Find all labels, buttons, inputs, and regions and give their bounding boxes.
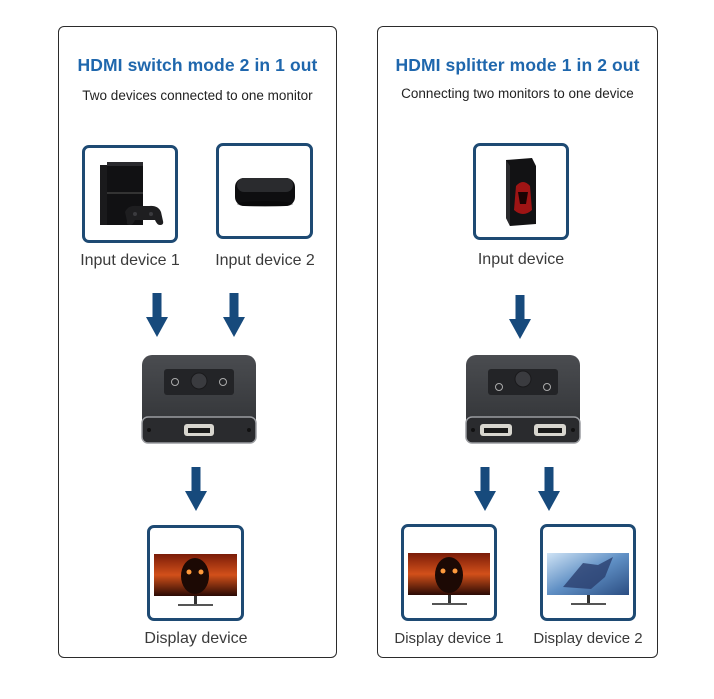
hdmi-switch-device-icon (141, 355, 257, 444)
arrow-down-icon (538, 467, 560, 511)
arrow-down-icon (146, 293, 168, 337)
switch-mode-panel: HDMI switch mode 2 in 1 out Two devices … (58, 26, 337, 658)
display-device-2-label: Display device 2 (533, 630, 643, 647)
hdmi-splitter-device-icon (465, 355, 581, 444)
display-device-box (147, 525, 244, 621)
input-device-box (473, 143, 569, 240)
splitter-mode-subtitle: Connecting two monitors to one device (401, 86, 634, 101)
input-device-1-label: Input device 1 (80, 252, 180, 269)
splitter-mode-title: HDMI splitter mode 1 in 2 out (395, 55, 640, 75)
input-device-1-box (82, 145, 178, 243)
splitter-mode-panel: HDMI splitter mode 1 in 2 out Connecting… (377, 26, 658, 658)
arrow-down-icon (474, 467, 496, 511)
input-device-2-box (216, 143, 313, 239)
arrow-down-icon (185, 467, 207, 511)
monitor-icon (154, 554, 237, 606)
input-device-2-label: Input device 2 (215, 252, 315, 269)
display-device-1-label: Display device 1 (394, 630, 504, 647)
arrow-down-icon (509, 295, 531, 339)
display-device-2-box (540, 524, 636, 621)
display-device-label: Display device (144, 630, 248, 647)
switch-mode-title: HDMI switch mode 2 in 1 out (77, 55, 318, 75)
arrow-down-icon (223, 293, 245, 337)
monitor-icon (408, 553, 490, 605)
media-box-icon (235, 178, 295, 207)
input-device-label: Input device (477, 251, 565, 268)
game-console-icon (100, 162, 164, 225)
monitor-icon (547, 553, 629, 605)
pc-tower-icon (506, 158, 536, 226)
display-device-1-box (401, 524, 497, 621)
switch-mode-subtitle: Two devices connected to one monitor (82, 88, 313, 103)
